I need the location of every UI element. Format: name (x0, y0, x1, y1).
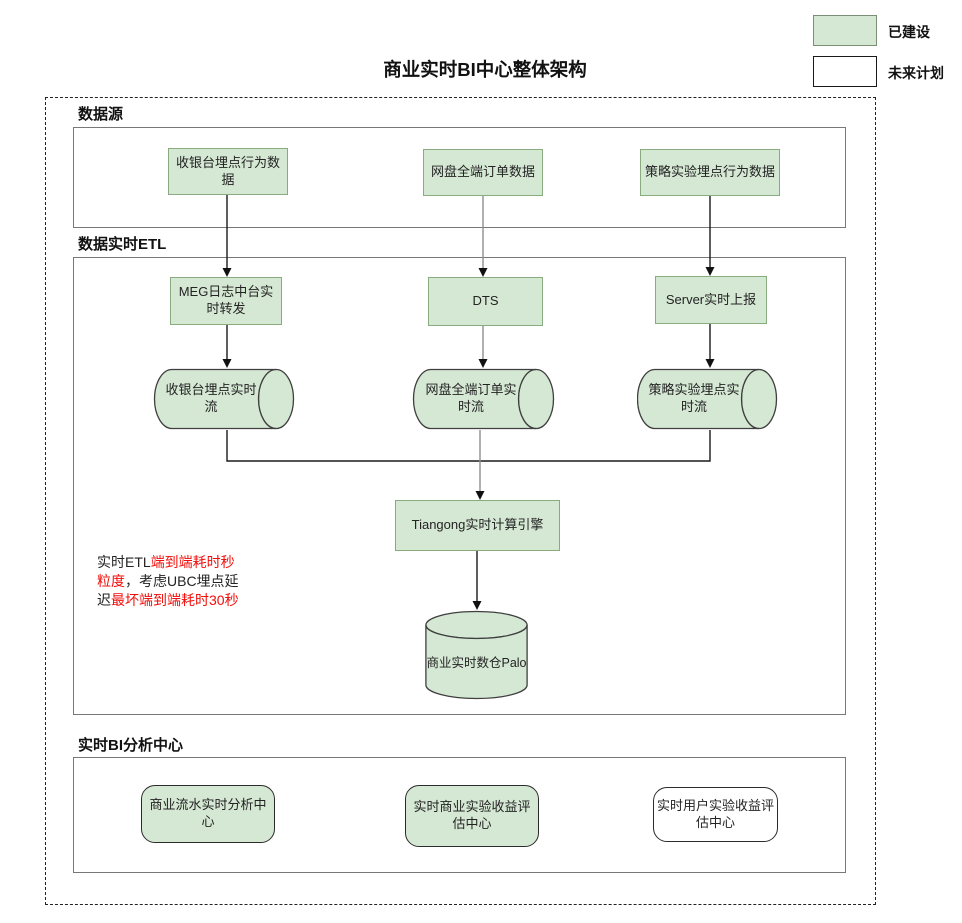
node-tiangong-engine: Tiangong实时计算引擎 (395, 500, 560, 551)
node-label: Server实时上报 (665, 291, 757, 307)
cylinder-shape (637, 368, 778, 430)
node-label: 实时用户实验收益评估中心 (656, 797, 774, 830)
node-meg-forward: MEG日志中台实时转发 (170, 277, 282, 325)
cylinder-shape (153, 368, 295, 430)
node-bi-user-exp-center: 实时用户实验收益评估中心 (653, 787, 778, 842)
node-label: 收银台埋点行为数据 (175, 154, 280, 187)
node-label: 实时商业实验收益评估中心 (413, 799, 531, 831)
section-label-bi: 实时BI分析中心 (78, 737, 184, 754)
section-box-source (73, 127, 846, 228)
node-server-report: Server实时上报 (655, 276, 767, 324)
section-label-source: 数据源 (78, 106, 124, 123)
node-dts: DTS (428, 277, 543, 326)
node-label: 商业流水实时分析中心 (149, 797, 267, 829)
section-label-etl: 数据实时ETL (78, 236, 167, 253)
note-segment: 最坏端到端耗时30秒 (111, 591, 239, 608)
section-box-etl (73, 257, 846, 715)
node-label: 网盘全端订单数据 (430, 164, 535, 180)
node-label: 商业实时数仓Palo (426, 655, 527, 670)
node-netdisk-stream: 网盘全端订单实时流 (412, 368, 555, 430)
node-label: MEG日志中台实时转发 (178, 284, 274, 316)
legend-planned-label: 未来计划 (888, 65, 944, 81)
legend-planned-swatch (813, 56, 877, 87)
node-palo-warehouse: 商业实时数仓Palo (425, 610, 528, 700)
legend-built-swatch (813, 15, 877, 46)
database-cylinder-shape (425, 610, 528, 700)
node-label: 策略实验埋点行为数据 (644, 164, 775, 180)
node-label: 收银台埋点实时流 (165, 382, 257, 414)
node-strategy-source: 策略实验埋点行为数据 (640, 149, 780, 196)
node-strategy-stream: 策略实验埋点实时流 (637, 368, 778, 430)
note-segment: ，考虑UBC埋点延迟 (97, 572, 239, 608)
page-title: 商业实时BI中心整体架构 (383, 59, 587, 80)
node-netdisk-source: 网盘全端订单数据 (423, 149, 543, 196)
outer-dashed-frame (45, 97, 876, 905)
etl-latency-note: 实时ETL端到端耗时秒粒度，考虑UBC埋点延迟最坏端到端耗时30秒 (97, 553, 246, 609)
cylinder-shape (412, 368, 555, 430)
node-cashier-source: 收银台埋点行为数据 (168, 148, 288, 195)
node-label: DTS (472, 293, 499, 309)
node-label: 策略实验埋点实时流 (648, 382, 740, 414)
node-bi-exp-center: 实时商业实验收益评估中心 (405, 785, 539, 847)
note-segment: 端到端耗时秒粒度 (97, 554, 235, 589)
section-box-bi (73, 757, 846, 873)
note-segment: 实时ETL (97, 554, 151, 570)
node-label: Tiangong实时计算引擎 (411, 517, 544, 533)
legend-built-label: 已建设 (888, 24, 930, 40)
node-bi-flow-center: 商业流水实时分析中心 (141, 785, 275, 843)
node-cashier-stream: 收银台埋点实时流 (153, 368, 295, 430)
node-label: 网盘全端订单实时流 (425, 382, 517, 414)
